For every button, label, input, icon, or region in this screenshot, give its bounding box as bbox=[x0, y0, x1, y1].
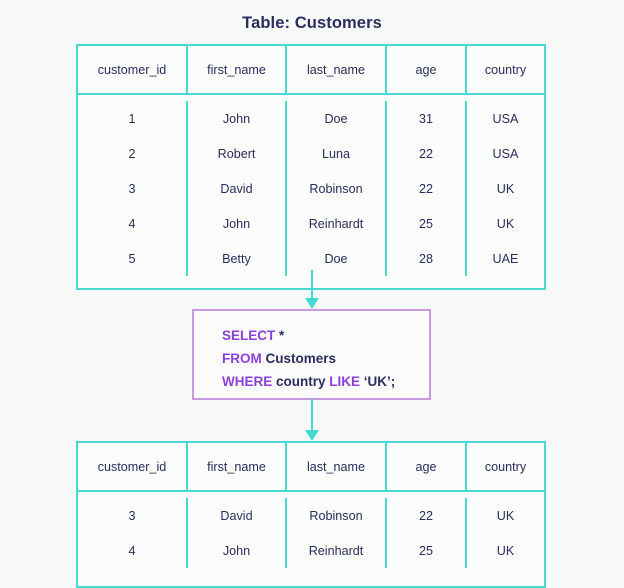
source-table-body: 1 2 3 4 5 John Robert David John Betty D… bbox=[78, 95, 544, 288]
source-table-header-row: customer_id first_name last_name age cou… bbox=[78, 46, 544, 95]
table-cell: UK bbox=[496, 543, 515, 558]
table-cell: UK bbox=[496, 181, 515, 196]
sql-where-value: ‘UK’; bbox=[360, 374, 396, 389]
arrow-shaft bbox=[311, 270, 313, 300]
table-cell: Doe bbox=[324, 111, 348, 126]
sql-query-box: SELECT * FROM Customers WHERE country LI… bbox=[192, 309, 431, 400]
result-table-header-row: customer_id first_name last_name age cou… bbox=[78, 443, 544, 492]
source-column-country: USA USA UK UK UAE bbox=[467, 101, 544, 276]
source-column-age: 31 22 22 25 28 bbox=[387, 101, 467, 276]
result-column-country: UK UK bbox=[467, 498, 544, 568]
table-cell: Robert bbox=[217, 146, 256, 161]
table-cell: 22 bbox=[418, 146, 433, 161]
sql-keyword-like: LIKE bbox=[329, 374, 361, 389]
arrow-down-icon-to-result bbox=[305, 399, 319, 443]
table-cell: Robinson bbox=[309, 508, 363, 523]
result-table: customer_id first_name last_name age cou… bbox=[76, 441, 546, 588]
table-cell: Reinhardt bbox=[308, 543, 364, 558]
diagram-canvas: Table: Customers customer_id first_name … bbox=[76, 14, 546, 588]
source-header-customer-id: customer_id bbox=[78, 46, 188, 93]
table-cell: Reinhardt bbox=[308, 216, 364, 231]
sql-from-table: Customers bbox=[261, 351, 337, 366]
table-cell: Luna bbox=[321, 146, 351, 161]
source-header-first-name: first_name bbox=[188, 46, 287, 93]
result-header-last-name: last_name bbox=[287, 443, 387, 490]
table-cell: John bbox=[222, 543, 251, 558]
source-table: customer_id first_name last_name age cou… bbox=[76, 44, 546, 290]
arrow-shaft bbox=[311, 399, 313, 432]
source-header-last-name: last_name bbox=[287, 46, 387, 93]
table-cell: 4 bbox=[128, 216, 136, 231]
result-header-country: country bbox=[484, 459, 527, 474]
table-cell: 28 bbox=[418, 251, 433, 266]
arrow-down-icon-to-query bbox=[305, 270, 319, 310]
table-cell: David bbox=[220, 508, 253, 523]
result-header-age: age bbox=[387, 443, 467, 490]
arrow-head bbox=[305, 298, 319, 309]
table-cell: 25 bbox=[418, 543, 433, 558]
result-header-first-name: first_name bbox=[188, 443, 287, 490]
table-cell: 1 bbox=[128, 111, 136, 126]
table-cell: Doe bbox=[324, 251, 348, 266]
table-cell: UK bbox=[496, 216, 515, 231]
source-header-country: country bbox=[484, 62, 527, 77]
table-cell: 3 bbox=[128, 181, 136, 196]
table-cell: UAE bbox=[492, 251, 519, 266]
sql-line-where: WHERE country LIKE ‘UK’; bbox=[222, 370, 429, 393]
table-cell: UK bbox=[496, 508, 515, 523]
table-cell: 22 bbox=[418, 181, 433, 196]
table-cell: 3 bbox=[128, 508, 136, 523]
table-cell: David bbox=[220, 181, 253, 196]
table-cell: John bbox=[222, 216, 251, 231]
result-column-customer-id: 3 4 bbox=[78, 498, 188, 568]
result-column-age: 22 25 bbox=[387, 498, 467, 568]
page-title: Table: Customers bbox=[242, 14, 382, 32]
sql-select-list: * bbox=[275, 328, 285, 343]
table-cell: Betty bbox=[222, 251, 251, 266]
sql-keyword-select: SELECT bbox=[222, 328, 276, 343]
sql-where-column: country bbox=[272, 374, 330, 389]
table-cell: 22 bbox=[418, 508, 433, 523]
result-column-first-name: David John bbox=[188, 498, 287, 568]
table-cell: USA bbox=[492, 146, 519, 161]
source-column-customer-id: 1 2 3 4 5 bbox=[78, 101, 188, 276]
table-cell: 5 bbox=[128, 251, 136, 266]
table-cell: Robinson bbox=[309, 181, 363, 196]
sql-line-select: SELECT * bbox=[222, 324, 429, 347]
source-column-last-name: Doe Luna Robinson Reinhardt Doe bbox=[287, 101, 387, 276]
table-cell: 2 bbox=[128, 146, 136, 161]
source-column-first-name: John Robert David John Betty bbox=[188, 101, 287, 276]
table-cell: USA bbox=[492, 111, 519, 126]
sql-keyword-from: FROM bbox=[222, 351, 262, 366]
table-cell: John bbox=[222, 111, 251, 126]
table-cell: 31 bbox=[418, 111, 433, 126]
arrow-head bbox=[305, 430, 319, 441]
table-cell: 25 bbox=[418, 216, 433, 231]
source-header-age: age bbox=[387, 46, 467, 93]
sql-line-from: FROM Customers bbox=[222, 347, 429, 370]
result-column-last-name: Robinson Reinhardt bbox=[287, 498, 387, 568]
sql-keyword-where: WHERE bbox=[222, 374, 273, 389]
table-cell: 4 bbox=[128, 543, 136, 558]
result-table-body: 3 4 David John Robinson Reinhardt 22 25 … bbox=[78, 492, 544, 586]
result-header-customer-id: customer_id bbox=[78, 443, 188, 490]
